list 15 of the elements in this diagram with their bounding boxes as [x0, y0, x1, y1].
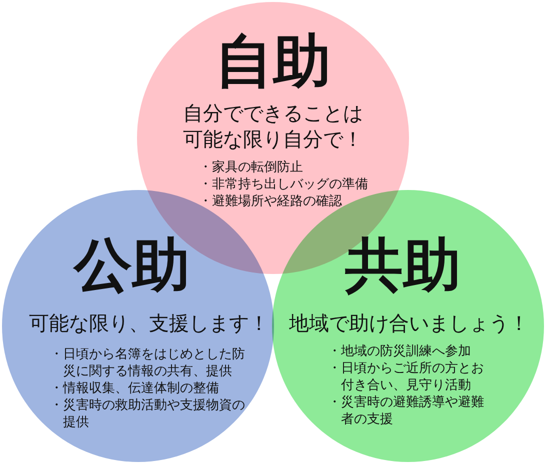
- circle-heading: 公助: [74, 236, 190, 294]
- slogan-text: 地域で助け合いましょう！: [288, 310, 530, 336]
- circle-heading: 共助: [345, 236, 461, 294]
- bullet-item: ・情報収集、伝達体制の整備: [50, 380, 220, 397]
- bullet-item: ・非常持ち出しバッグの準備: [199, 176, 369, 193]
- slogan-text: 自分でできることは可能な限り自分で！: [182, 100, 364, 152]
- bullet-item: ・地域の防災訓練へ参加: [328, 343, 472, 360]
- bullet-item: ・日頃から名簿をはじめとした防災に関する情報の共有、提供: [50, 346, 246, 380]
- bullet-item: ・災害時の避難誘導や避難者の支援: [328, 394, 485, 428]
- bullet-item: ・日頃からご近所の方とお付き合い、見守り活動: [328, 360, 485, 394]
- slogan-text: 可能な限り、支援します！: [28, 310, 270, 336]
- bullet-item: ・避難場所や経路の確認: [199, 193, 343, 210]
- bullet-item: ・災害時の救助活動や支援物資の提供: [50, 397, 246, 431]
- circle-heading: 自助: [215, 32, 331, 90]
- bullet-item: ・家具の転倒防止: [199, 159, 304, 176]
